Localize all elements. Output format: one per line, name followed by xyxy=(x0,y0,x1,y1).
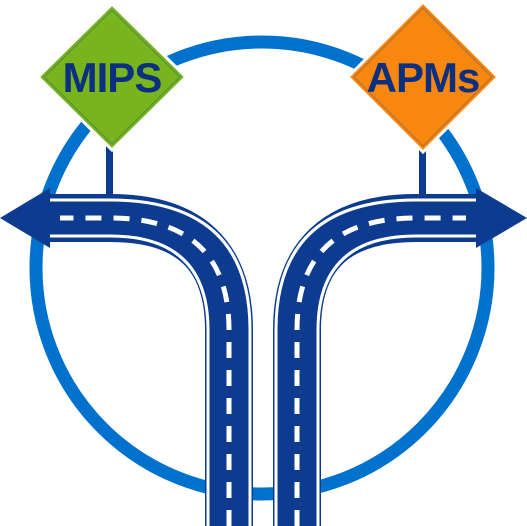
left-sign-label: MIPS xyxy=(63,54,162,101)
right-road-edge-line xyxy=(316,234,480,526)
left-sign-diamond xyxy=(35,1,189,153)
right-arrow-head xyxy=(476,188,527,248)
right-sign-label: APMs xyxy=(367,54,480,101)
left-road-edge-line xyxy=(46,198,252,526)
left-road xyxy=(0,188,253,526)
right-road xyxy=(273,188,527,526)
right-sign-inner-border xyxy=(352,6,494,148)
left-sign-post xyxy=(106,140,113,210)
right-road-center-dashes xyxy=(294,215,466,526)
left-sign: MIPS xyxy=(35,1,189,153)
circle-ring xyxy=(29,35,495,501)
left-road-edge-line xyxy=(46,234,210,526)
right-road-edge-line xyxy=(274,198,480,526)
right-sign-diamond xyxy=(345,0,501,155)
right-sign-post xyxy=(419,140,426,210)
right-sign: APMs xyxy=(345,0,501,155)
left-sign-inner-border xyxy=(42,8,182,146)
left-arrow-head xyxy=(0,188,50,248)
left-road-center-dashes xyxy=(60,215,232,526)
